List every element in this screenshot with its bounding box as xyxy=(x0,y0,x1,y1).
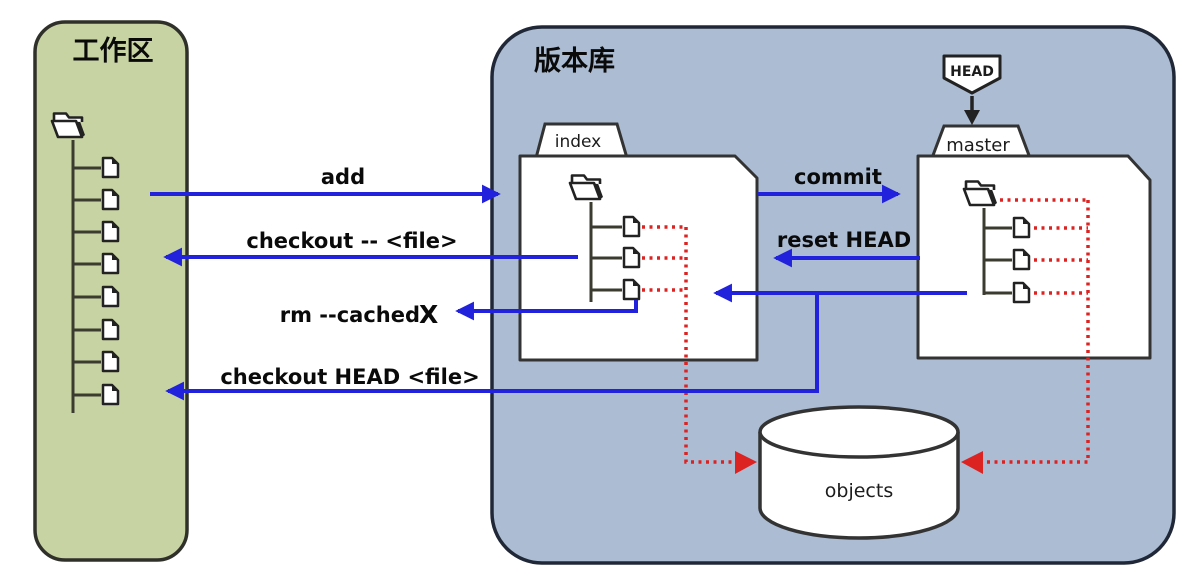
master-folder-node: master xyxy=(916,124,1152,360)
file-icon xyxy=(1012,281,1031,304)
file-icon xyxy=(101,252,120,275)
folder-icon xyxy=(568,174,605,201)
file-icon xyxy=(101,156,120,179)
checkout-head-file-label: checkout HEAD <file> xyxy=(220,365,479,389)
folder-icon xyxy=(50,112,87,139)
file-icon xyxy=(101,220,120,243)
file-icon xyxy=(101,285,120,308)
master-folder-body xyxy=(916,154,1152,360)
head-label: HEAD xyxy=(950,64,994,80)
add-label: add xyxy=(321,165,365,189)
command-arrows xyxy=(150,184,967,401)
objects-cylinder-body xyxy=(758,432,960,540)
objects-label: objects xyxy=(825,480,893,502)
file-icon xyxy=(622,246,641,269)
file-icon xyxy=(1012,248,1031,271)
working-area-panel-title: 工作区 xyxy=(73,36,154,67)
commit-label: commit xyxy=(794,165,882,189)
file-icon xyxy=(101,383,120,406)
head-arrowhead-icon xyxy=(964,110,980,125)
file-icon xyxy=(101,188,120,211)
dotted-link xyxy=(684,227,734,464)
checkout-file-label: checkout -- <file> xyxy=(246,229,457,253)
rm-cached-arrow xyxy=(455,300,638,321)
reset-head-label: reset HEAD xyxy=(777,228,911,252)
file-icon xyxy=(101,350,120,373)
rm-cached-label: rm --cached xyxy=(280,303,420,327)
master-tree-lines xyxy=(982,208,1012,295)
index-tree-lines xyxy=(589,202,622,302)
head-pointer: HEAD xyxy=(942,54,1002,125)
file-icon xyxy=(101,318,120,341)
red-arrowhead-icon xyxy=(961,451,983,474)
red-arrowhead-icon xyxy=(735,451,757,474)
file-icon xyxy=(622,278,641,301)
dotted-link xyxy=(984,200,1090,464)
objects-store: objects xyxy=(758,405,960,540)
head-banner xyxy=(942,54,1002,95)
red-dotted-links xyxy=(642,198,1090,464)
file-icon xyxy=(622,215,641,238)
objects-cylinder-top xyxy=(758,405,960,459)
index-folder-node: index xyxy=(518,122,759,362)
checkout-head-file-arrow xyxy=(165,293,819,401)
repository-panel-title: 版本库 xyxy=(534,46,615,77)
index-folder-label: index xyxy=(555,132,602,152)
working-tree xyxy=(50,112,120,413)
file-icon xyxy=(1012,216,1031,239)
tree-lines xyxy=(71,140,101,413)
rm-cached-x-mark: X xyxy=(419,300,438,329)
working-area-panel: 工作区 xyxy=(33,20,189,562)
master-folder-label: master xyxy=(946,135,1010,156)
folder-icon xyxy=(962,180,999,207)
